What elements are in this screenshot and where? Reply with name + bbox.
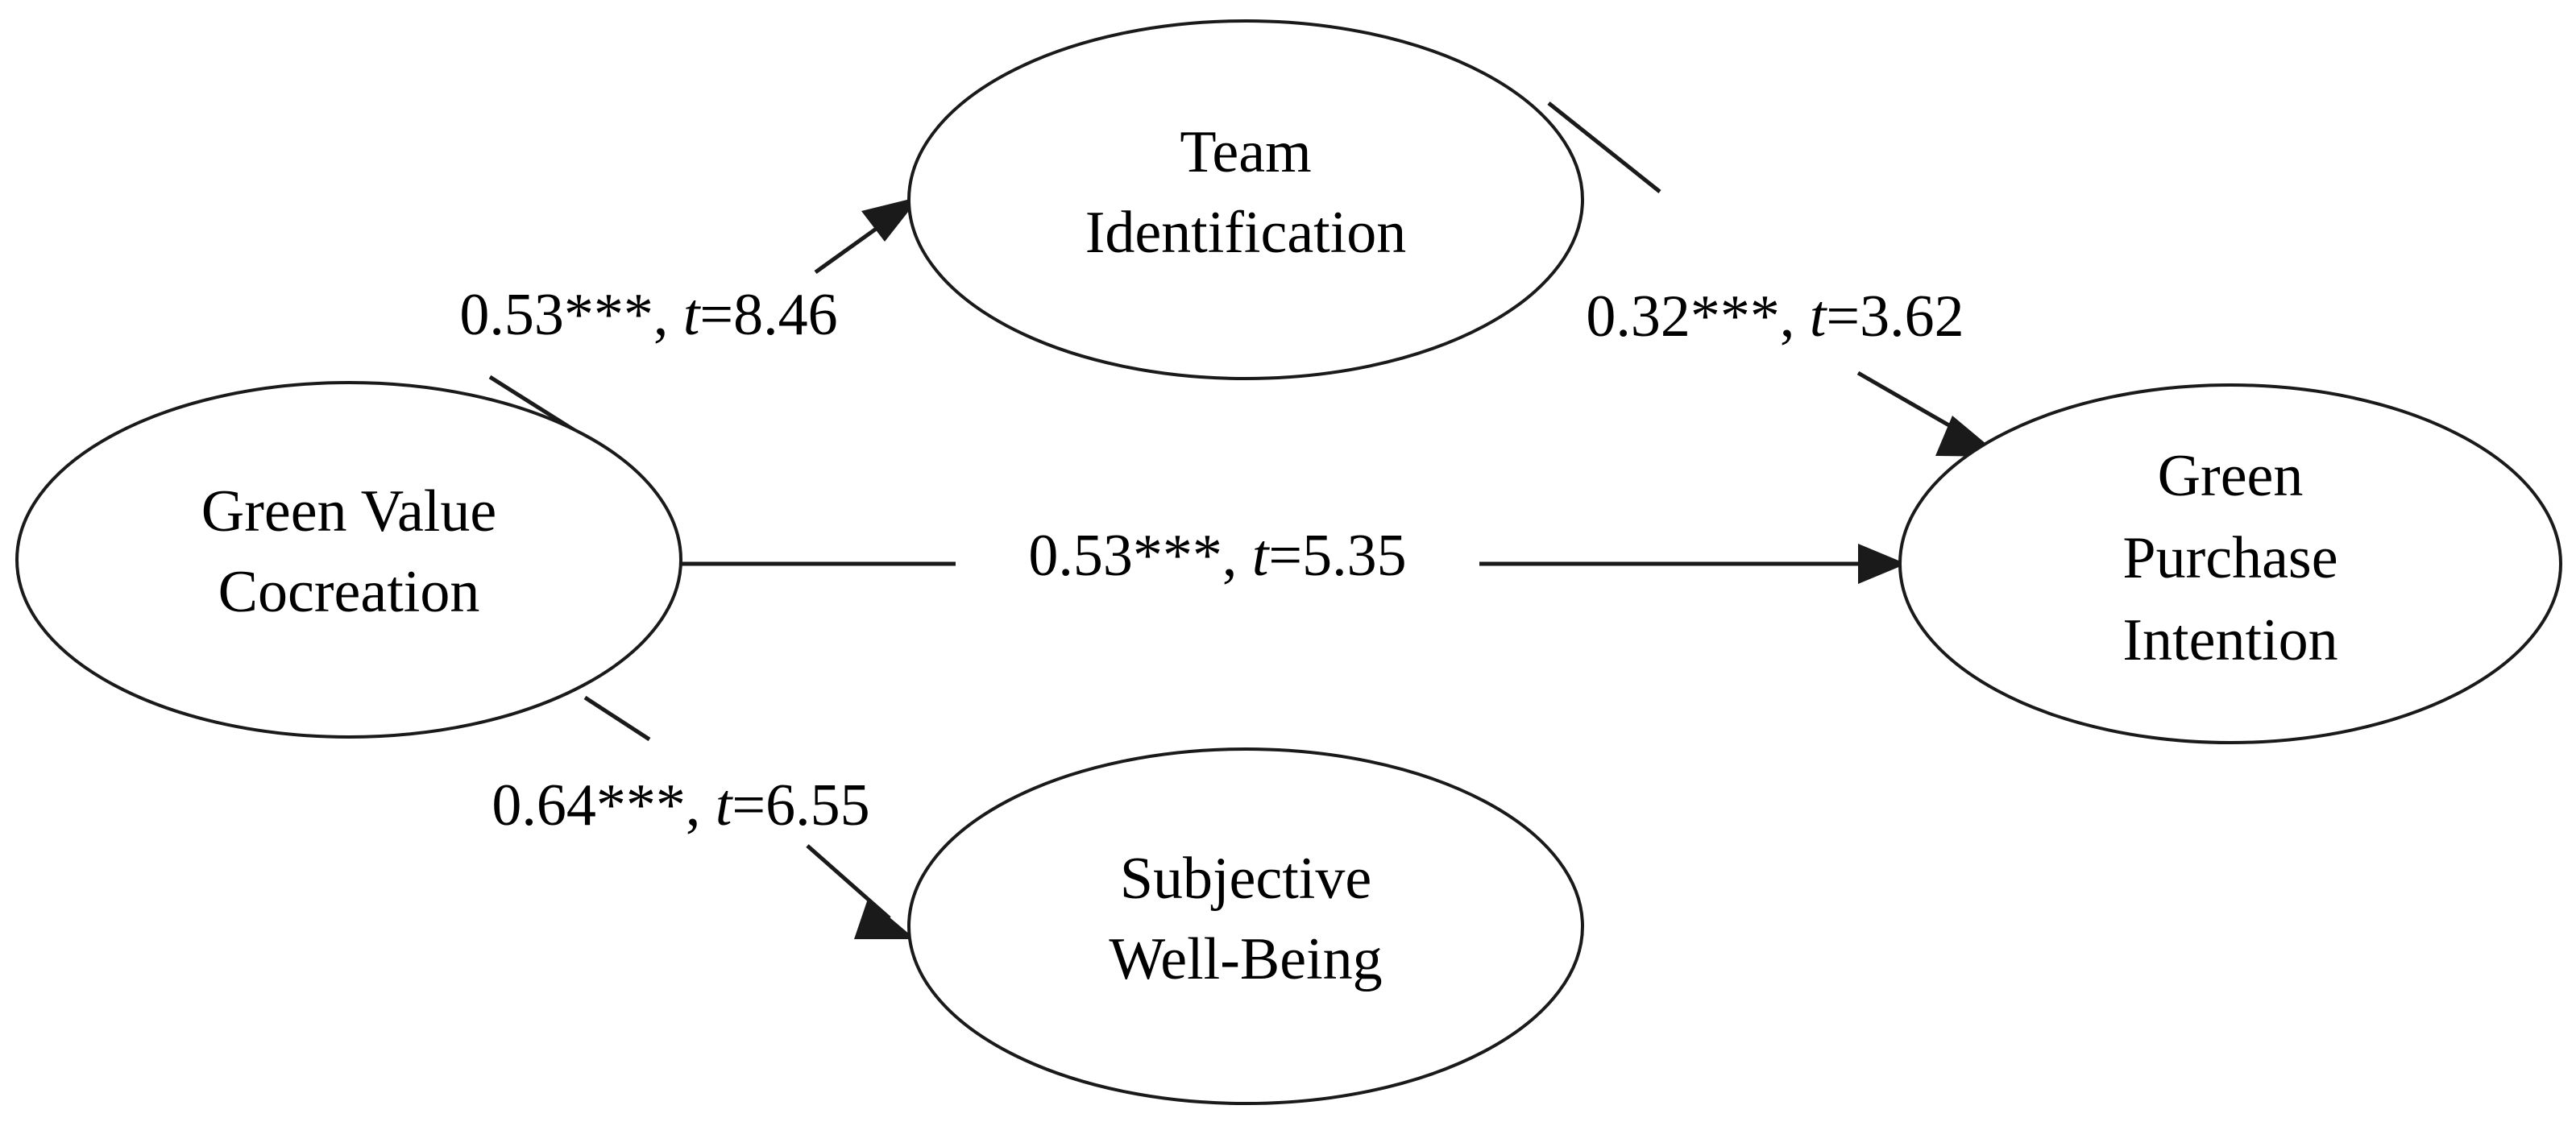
node-team-identification[interactable]: Team Identification (907, 19, 1584, 380)
node-subjective-well-being-label: Subjective (1120, 846, 1371, 912)
node-gvc-label-line2: Cocreation (218, 559, 480, 625)
edge-gvc-to-gpi-arrowhead (1858, 544, 1906, 584)
edge-gvc-to-gpi-coefficient: 0.53*** (1028, 523, 1222, 589)
edge-ti-to-gpi-label: 0.32***, t=3.62 (1586, 284, 1964, 350)
edge-gvc-to-team-identification[interactable]: 0.53***, t=8.46 (459, 197, 920, 455)
edge-gvc-to-gpi-t-value: =5.35 (1268, 523, 1406, 589)
edge-ti-to-gpi-coefficient: 0.32*** (1586, 284, 1780, 350)
node-green-purchase-intention-label: Green (2158, 443, 2304, 509)
node-green-purchase-intention-label-line3: Intention (2122, 607, 2337, 673)
edge-gvc-to-swb-t-value: =6.55 (732, 772, 869, 838)
edge-gvc-to-ti-coefficient: 0.53*** (459, 282, 653, 348)
node-subjective-well-being-label-line2: Well-Being (1109, 926, 1382, 992)
edge-gvc-to-ti-t-value: =8.46 (699, 282, 837, 348)
node-green-purchase-intention-label-line2: Purchase (2122, 525, 2337, 591)
node-subjective-well-being[interactable]: Subjective Well-Being (907, 747, 1584, 1105)
edge-gvc-to-gpi-t-symbol: t (1252, 523, 1271, 589)
edge-gvc-to-swb-coefficient: 0.64*** (492, 772, 686, 838)
edge-gvc-to-swb-label: 0.64***, t=6.55 (492, 772, 869, 838)
node-green-purchase-intention-ellipse (1898, 383, 2562, 744)
node-green-value-cocreation[interactable]: Green Value Cocreation (15, 381, 682, 739)
edge-ti-to-gpi-t-value: =3.62 (1826, 284, 1964, 350)
node-subjective-well-being-ellipse (907, 747, 1584, 1105)
edge-gvc-to-ti-label: 0.53***, t=8.46 (459, 282, 837, 348)
node-gvc-label: Green Value (201, 478, 496, 544)
edge-gvc-to-ti-t-symbol: t (683, 282, 702, 348)
edge-gvc-to-gpi-label: 0.53***, t=5.35 (1028, 523, 1406, 589)
edge-gvc-to-swb-arrowhead (854, 899, 915, 939)
edge-gvc-to-ti-arrowhead (861, 197, 920, 242)
node-gvc-ellipse (15, 381, 682, 739)
node-team-identification-label-line2: Identification (1085, 200, 1407, 266)
edge-gvc-to-swb-segment-upper (583, 695, 651, 742)
edge-gvc-to-swb-t-symbol: t (716, 772, 734, 838)
edge-team-identification-to-gpi[interactable]: 0.32***, t=3.62 (1547, 101, 2001, 457)
edge-gvc-to-gpi[interactable]: 0.53***, t=5.35 (682, 523, 1906, 589)
node-team-identification-ellipse (907, 19, 1584, 380)
edge-ti-to-gpi-t-symbol: t (1810, 284, 1828, 350)
edge-ti-to-gpi-segment-upper (1547, 101, 1661, 193)
node-green-purchase-intention[interactable]: Green Purchase Intention (1898, 383, 2562, 744)
edge-gvc-to-subjective-well-being[interactable]: 0.64***, t=6.55 (492, 695, 915, 939)
node-team-identification-label: Team (1180, 119, 1311, 185)
